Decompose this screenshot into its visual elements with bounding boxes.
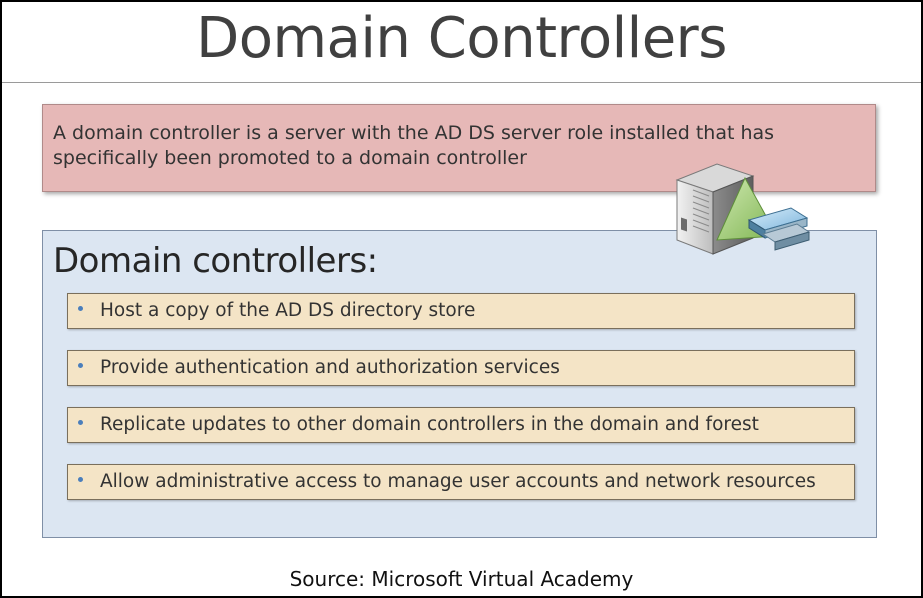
bullet-dot-icon [78, 420, 83, 425]
panel-heading: Domain controllers: [53, 241, 378, 281]
bullet-dot-icon [78, 306, 83, 311]
bullet-dot-icon [78, 477, 83, 482]
bullet-item: Provide authentication and authorization… [67, 350, 855, 386]
domain-controller-server-icon [675, 163, 811, 255]
bullet-text: Provide authentication and authorization… [100, 357, 560, 378]
bullet-item: Allow administrative access to manage us… [67, 464, 855, 500]
domain-controllers-panel: Domain controllers: Host a copy of the A… [42, 230, 877, 538]
slide-title: Domain Controllers [196, 6, 727, 71]
definition-box: A domain controller is a server with the… [42, 104, 876, 192]
bullet-item: Host a copy of the AD DS directory store [67, 293, 855, 329]
bullet-text: Replicate updates to other domain contro… [100, 414, 759, 435]
definition-text: A domain controller is a server with the… [53, 122, 775, 169]
bullet-text: Allow administrative access to manage us… [100, 471, 816, 492]
source-caption: Source: Microsoft Virtual Academy [289, 567, 634, 591]
bullet-item: Replicate updates to other domain contro… [67, 407, 855, 443]
bullet-dot-icon [78, 363, 83, 368]
bullet-text: Host a copy of the AD DS directory store [100, 300, 476, 321]
title-bar: Domain Controllers [2, 2, 921, 83]
